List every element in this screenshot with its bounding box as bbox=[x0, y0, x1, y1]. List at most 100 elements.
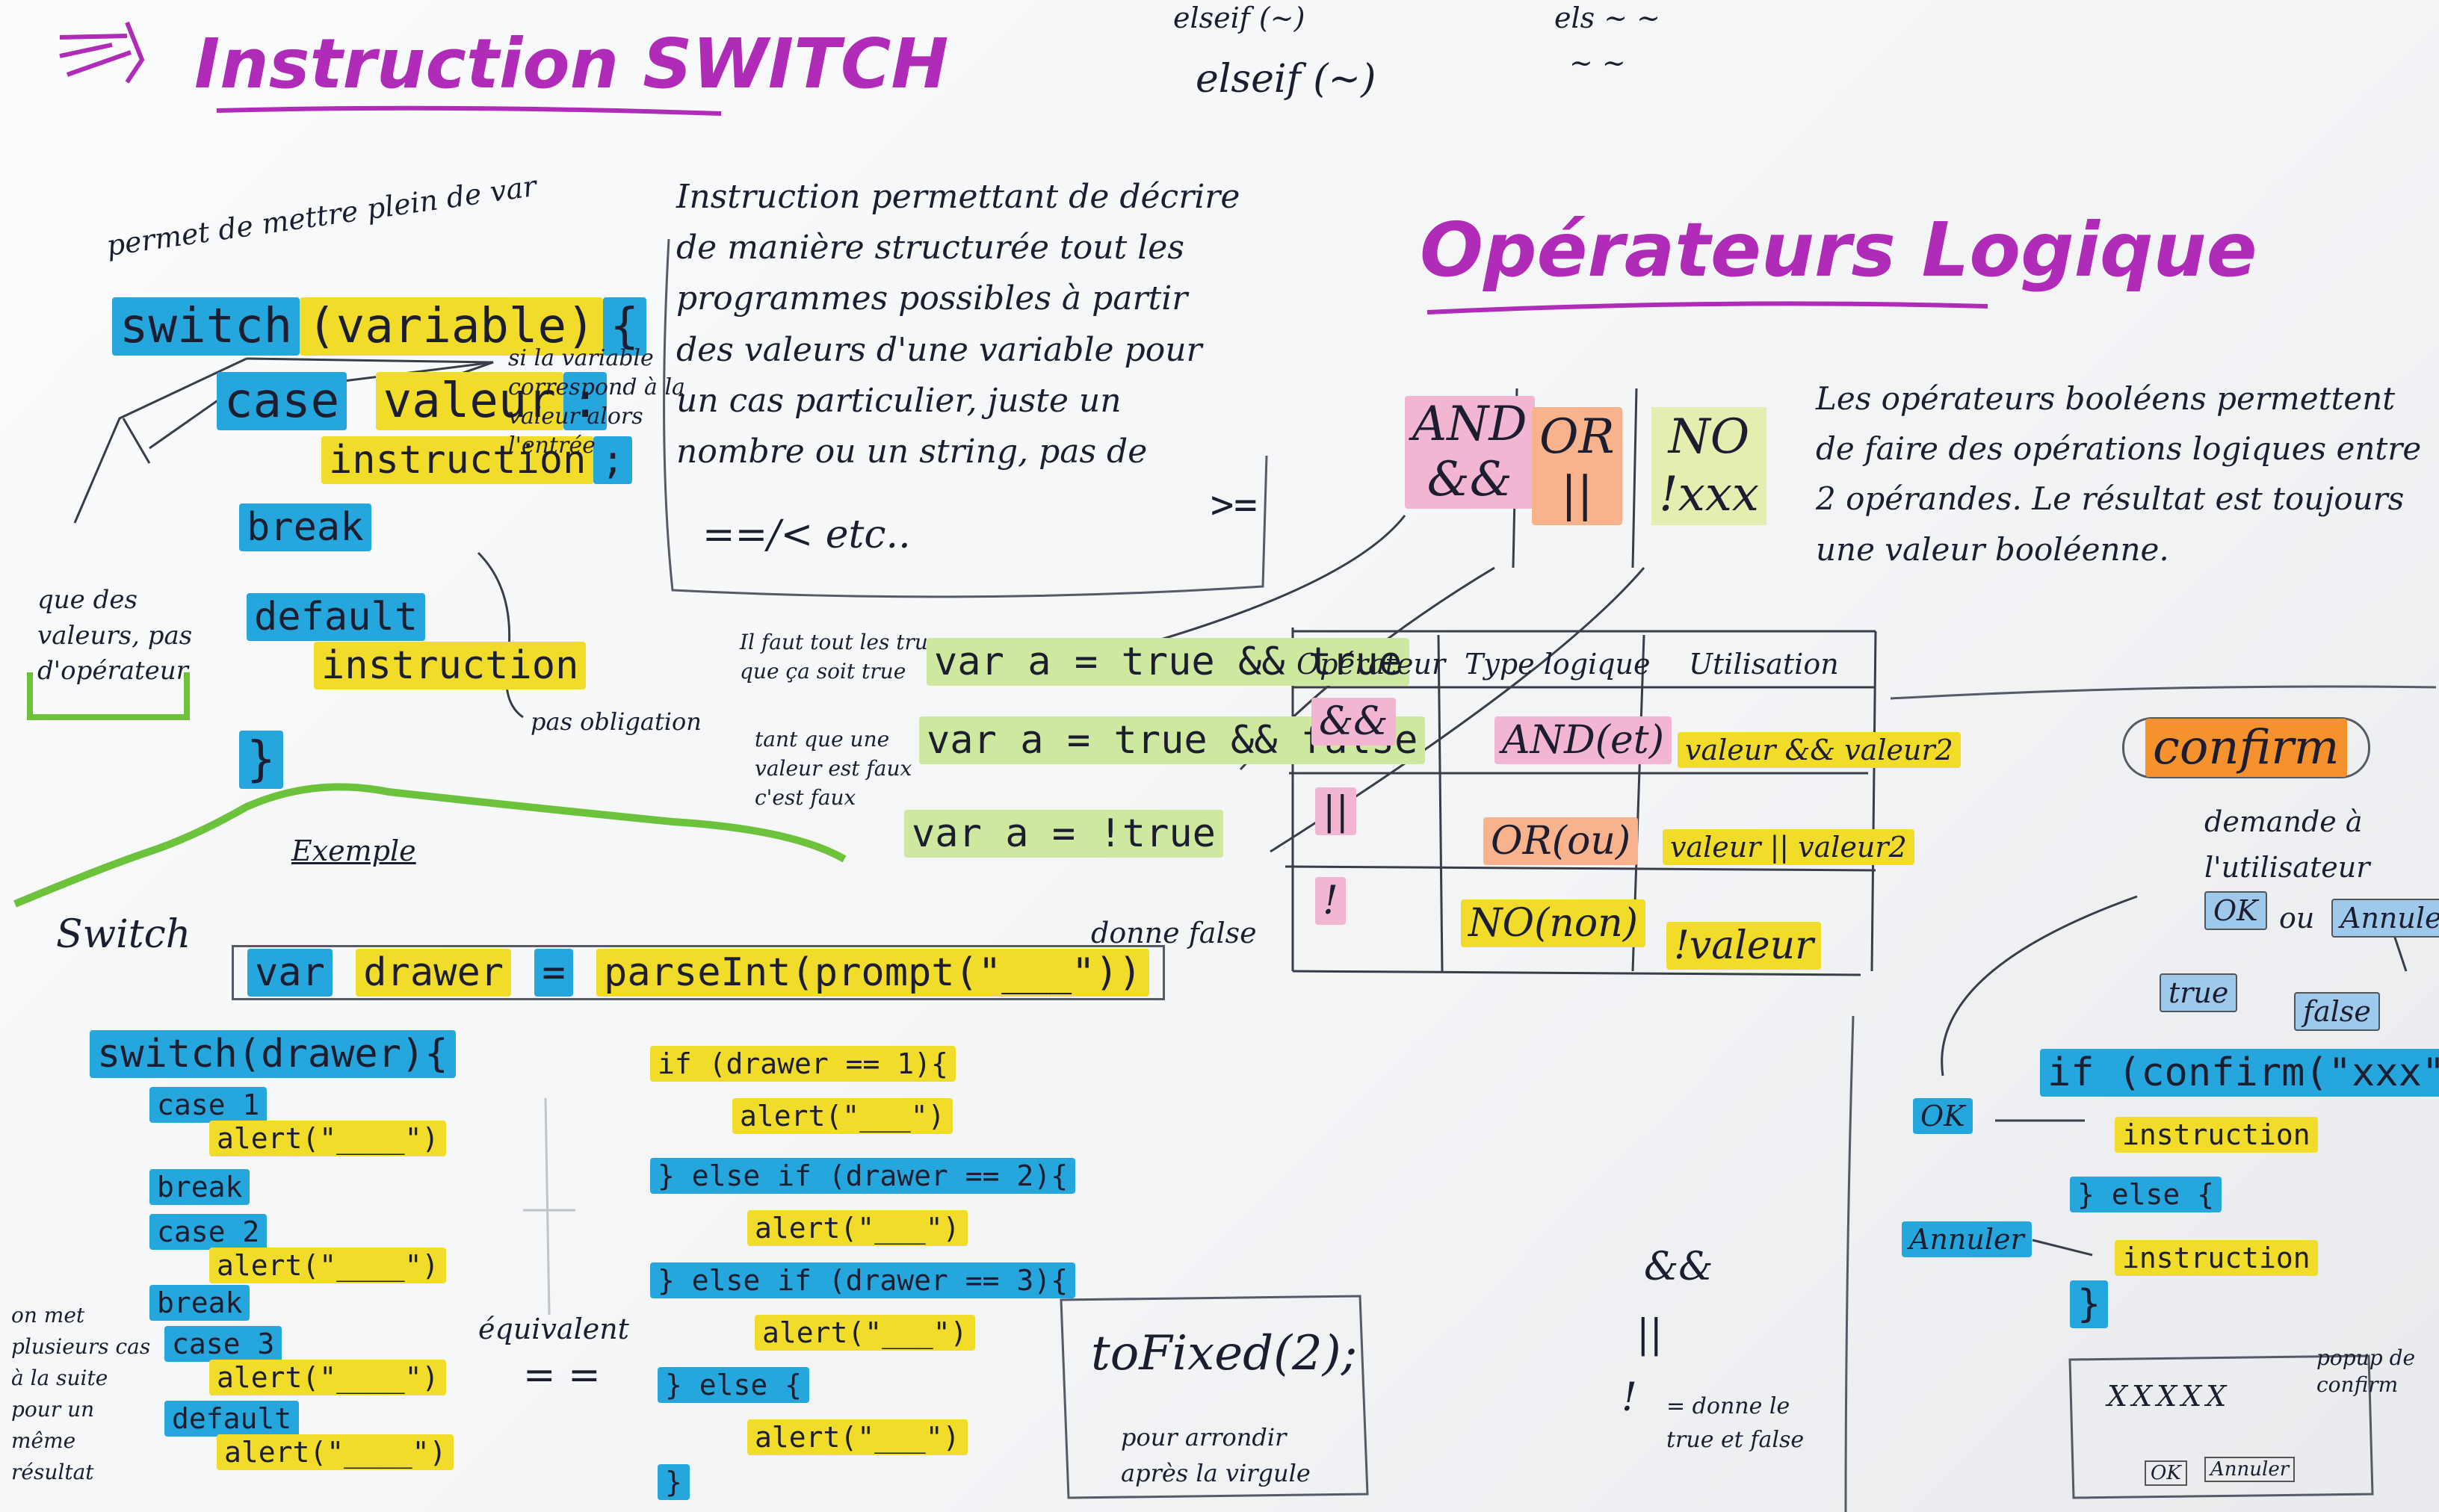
case-kw: case bbox=[217, 372, 347, 430]
dialog-text: XXXXX bbox=[2107, 1380, 2231, 1413]
confirm-true: true bbox=[2160, 973, 2238, 1012]
equivalent-label: équivalent bbox=[478, 1313, 629, 1345]
table-row1-type: AND(et) bbox=[1494, 716, 1672, 764]
case-3-label: case 3 bbox=[164, 1326, 282, 1362]
exemple-label: Exemple bbox=[291, 834, 416, 867]
switch-variable: (variable) bbox=[300, 297, 603, 356]
pas-obligation: pas obligation bbox=[531, 707, 702, 736]
if-line-9: } bbox=[658, 1464, 690, 1500]
if-line-6: alert("___") bbox=[755, 1315, 975, 1351]
op-or: OR|| bbox=[1532, 407, 1622, 525]
switch-keyword: switch(variable){ bbox=[112, 297, 647, 356]
table-row3-op: ! bbox=[1315, 877, 1346, 925]
case-colon: : bbox=[563, 372, 608, 430]
top-elseif-1: elseif (~) bbox=[1173, 1, 1305, 34]
case-1-alert: alert("____") bbox=[209, 1121, 447, 1156]
confirm-false: false bbox=[2294, 992, 2380, 1031]
decl-var: var bbox=[247, 949, 333, 997]
not-result: donne false bbox=[1091, 917, 1257, 949]
case-line: case valeur: bbox=[217, 372, 608, 430]
default-label: default bbox=[164, 1401, 300, 1437]
case-3-alert: alert("____") bbox=[209, 1360, 447, 1395]
confirm-ok-label: OK bbox=[1913, 1098, 1973, 1134]
decl-eq: = bbox=[534, 949, 573, 997]
if-line-1: if (drawer == 1){ bbox=[650, 1046, 956, 1082]
table-row2-op: || bbox=[1315, 787, 1357, 835]
table-row2-use: valeur || valeur2 bbox=[1663, 829, 1914, 865]
side-note-match: si la variable correspond à la valeur al… bbox=[508, 345, 685, 459]
decl-name: drawer bbox=[356, 949, 512, 997]
table-row1-op: && bbox=[1311, 698, 1396, 746]
confirm-close: } bbox=[2070, 1280, 2109, 1328]
confirm-if: if (confirm("xxx")){ bbox=[2040, 1049, 2439, 1097]
instruction-line: instruction; bbox=[321, 436, 632, 484]
example-note-1: Il faut tout les true pour que ça soit t… bbox=[740, 630, 997, 684]
dialog-ok: OK bbox=[2145, 1460, 2187, 1486]
confirm-annuler-label: Annuler bbox=[1902, 1221, 2032, 1257]
case-2-label: case 2 bbox=[149, 1214, 268, 1250]
case-1-label: case 1 bbox=[149, 1087, 268, 1123]
case-semicolon: ; bbox=[593, 436, 632, 484]
bottom-or: || bbox=[1636, 1312, 1663, 1357]
default-instruction-line: instruction bbox=[314, 642, 587, 690]
table-row1-use: valeur && valeur2 bbox=[1678, 732, 1961, 768]
break-kw: break bbox=[239, 504, 371, 551]
ops-not: >= bbox=[1211, 483, 1258, 527]
op-no: NO!xxx bbox=[1651, 407, 1766, 525]
logic-example-1: var a = true && true bbox=[927, 638, 1410, 686]
switch-title: Instruction SWITCH bbox=[194, 24, 949, 104]
if-line-7: } else { bbox=[658, 1367, 810, 1403]
confirm-desc: demande à l'utilisateur bbox=[2204, 805, 2370, 884]
table-row3-use: !valeur bbox=[1666, 922, 1822, 970]
table-row3-type: NO(non) bbox=[1461, 899, 1645, 947]
confirm-or: ou bbox=[2279, 902, 2315, 935]
table-header-type: Type logique bbox=[1465, 648, 1651, 681]
top-mini-1: els ~ ~ bbox=[1554, 1, 1660, 34]
default-alert: alert("____") bbox=[217, 1434, 454, 1470]
switch-close: } bbox=[239, 731, 283, 789]
bottom-text: = donne le true et false bbox=[1666, 1393, 1805, 1453]
table-header-operateur: Opérateur bbox=[1296, 648, 1446, 681]
decl-line: var drawer = parseInt(prompt("___")) bbox=[232, 945, 1166, 1000]
confirm-instruction1: instruction bbox=[2115, 1117, 2318, 1153]
popup-note: popup de confirm bbox=[2316, 1345, 2416, 1398]
margin-note: on met plusieurs cas à la suite pour un … bbox=[11, 1303, 151, 1484]
ops-example: ==/< etc.. bbox=[702, 512, 911, 557]
ex-switch: switch(drawer){ bbox=[90, 1030, 456, 1078]
switch-kw: switch bbox=[112, 297, 300, 356]
if-line-5: } else if (drawer == 3){ bbox=[650, 1262, 1076, 1298]
if-line-4: alert("___") bbox=[747, 1210, 968, 1246]
equivalent-sign: = = bbox=[523, 1353, 601, 1398]
left-note-values: que des valeurs, pas d'opérateur bbox=[37, 585, 193, 687]
if-line-8: alert("___") bbox=[747, 1419, 968, 1455]
tofixed-code: toFixed(2); bbox=[1091, 1326, 1358, 1381]
confirm-instruction2: instruction bbox=[2115, 1240, 2318, 1276]
bottom-amp: && bbox=[1644, 1245, 1713, 1289]
break-line: break bbox=[239, 504, 371, 551]
dialog-cancel: Annuler bbox=[2204, 1457, 2296, 1482]
case-2-break: break bbox=[149, 1285, 250, 1321]
table-row2-type: OR(ou) bbox=[1483, 817, 1639, 865]
confirm-title: confirm bbox=[2122, 717, 2370, 778]
default-line: default bbox=[247, 593, 426, 641]
confirm-annuler: Annuler bbox=[2331, 899, 2439, 938]
switch-description: Instruction permettant de décrire de man… bbox=[676, 178, 1240, 471]
top-mini-2: ~ ~ bbox=[1569, 46, 1626, 79]
logic-intro: Les opérateurs booléens permettent de fa… bbox=[1816, 380, 2422, 568]
case-instruction: instruction bbox=[321, 436, 594, 484]
if-line-2: alert("___") bbox=[732, 1098, 953, 1134]
decl-parse: parseInt(prompt("___")) bbox=[596, 949, 1150, 997]
case-1-break: break bbox=[149, 1169, 250, 1205]
bottom-not: ! bbox=[1622, 1375, 1637, 1420]
switch-close-brace: } bbox=[239, 731, 283, 789]
logic-title: Opérateurs Logique bbox=[1420, 206, 2257, 294]
switch-brace: { bbox=[602, 297, 647, 356]
switch-label: Switch bbox=[56, 912, 191, 957]
table-header-utilisation: Utilisation bbox=[1689, 648, 1839, 681]
ex-switch-line: switch(drawer){ bbox=[90, 1030, 456, 1078]
example-note-2: tant que une valeur est faux c'est faux bbox=[755, 727, 912, 811]
confirm-else: } else { bbox=[2070, 1177, 2222, 1212]
case-2-alert: alert("____") bbox=[209, 1248, 447, 1283]
